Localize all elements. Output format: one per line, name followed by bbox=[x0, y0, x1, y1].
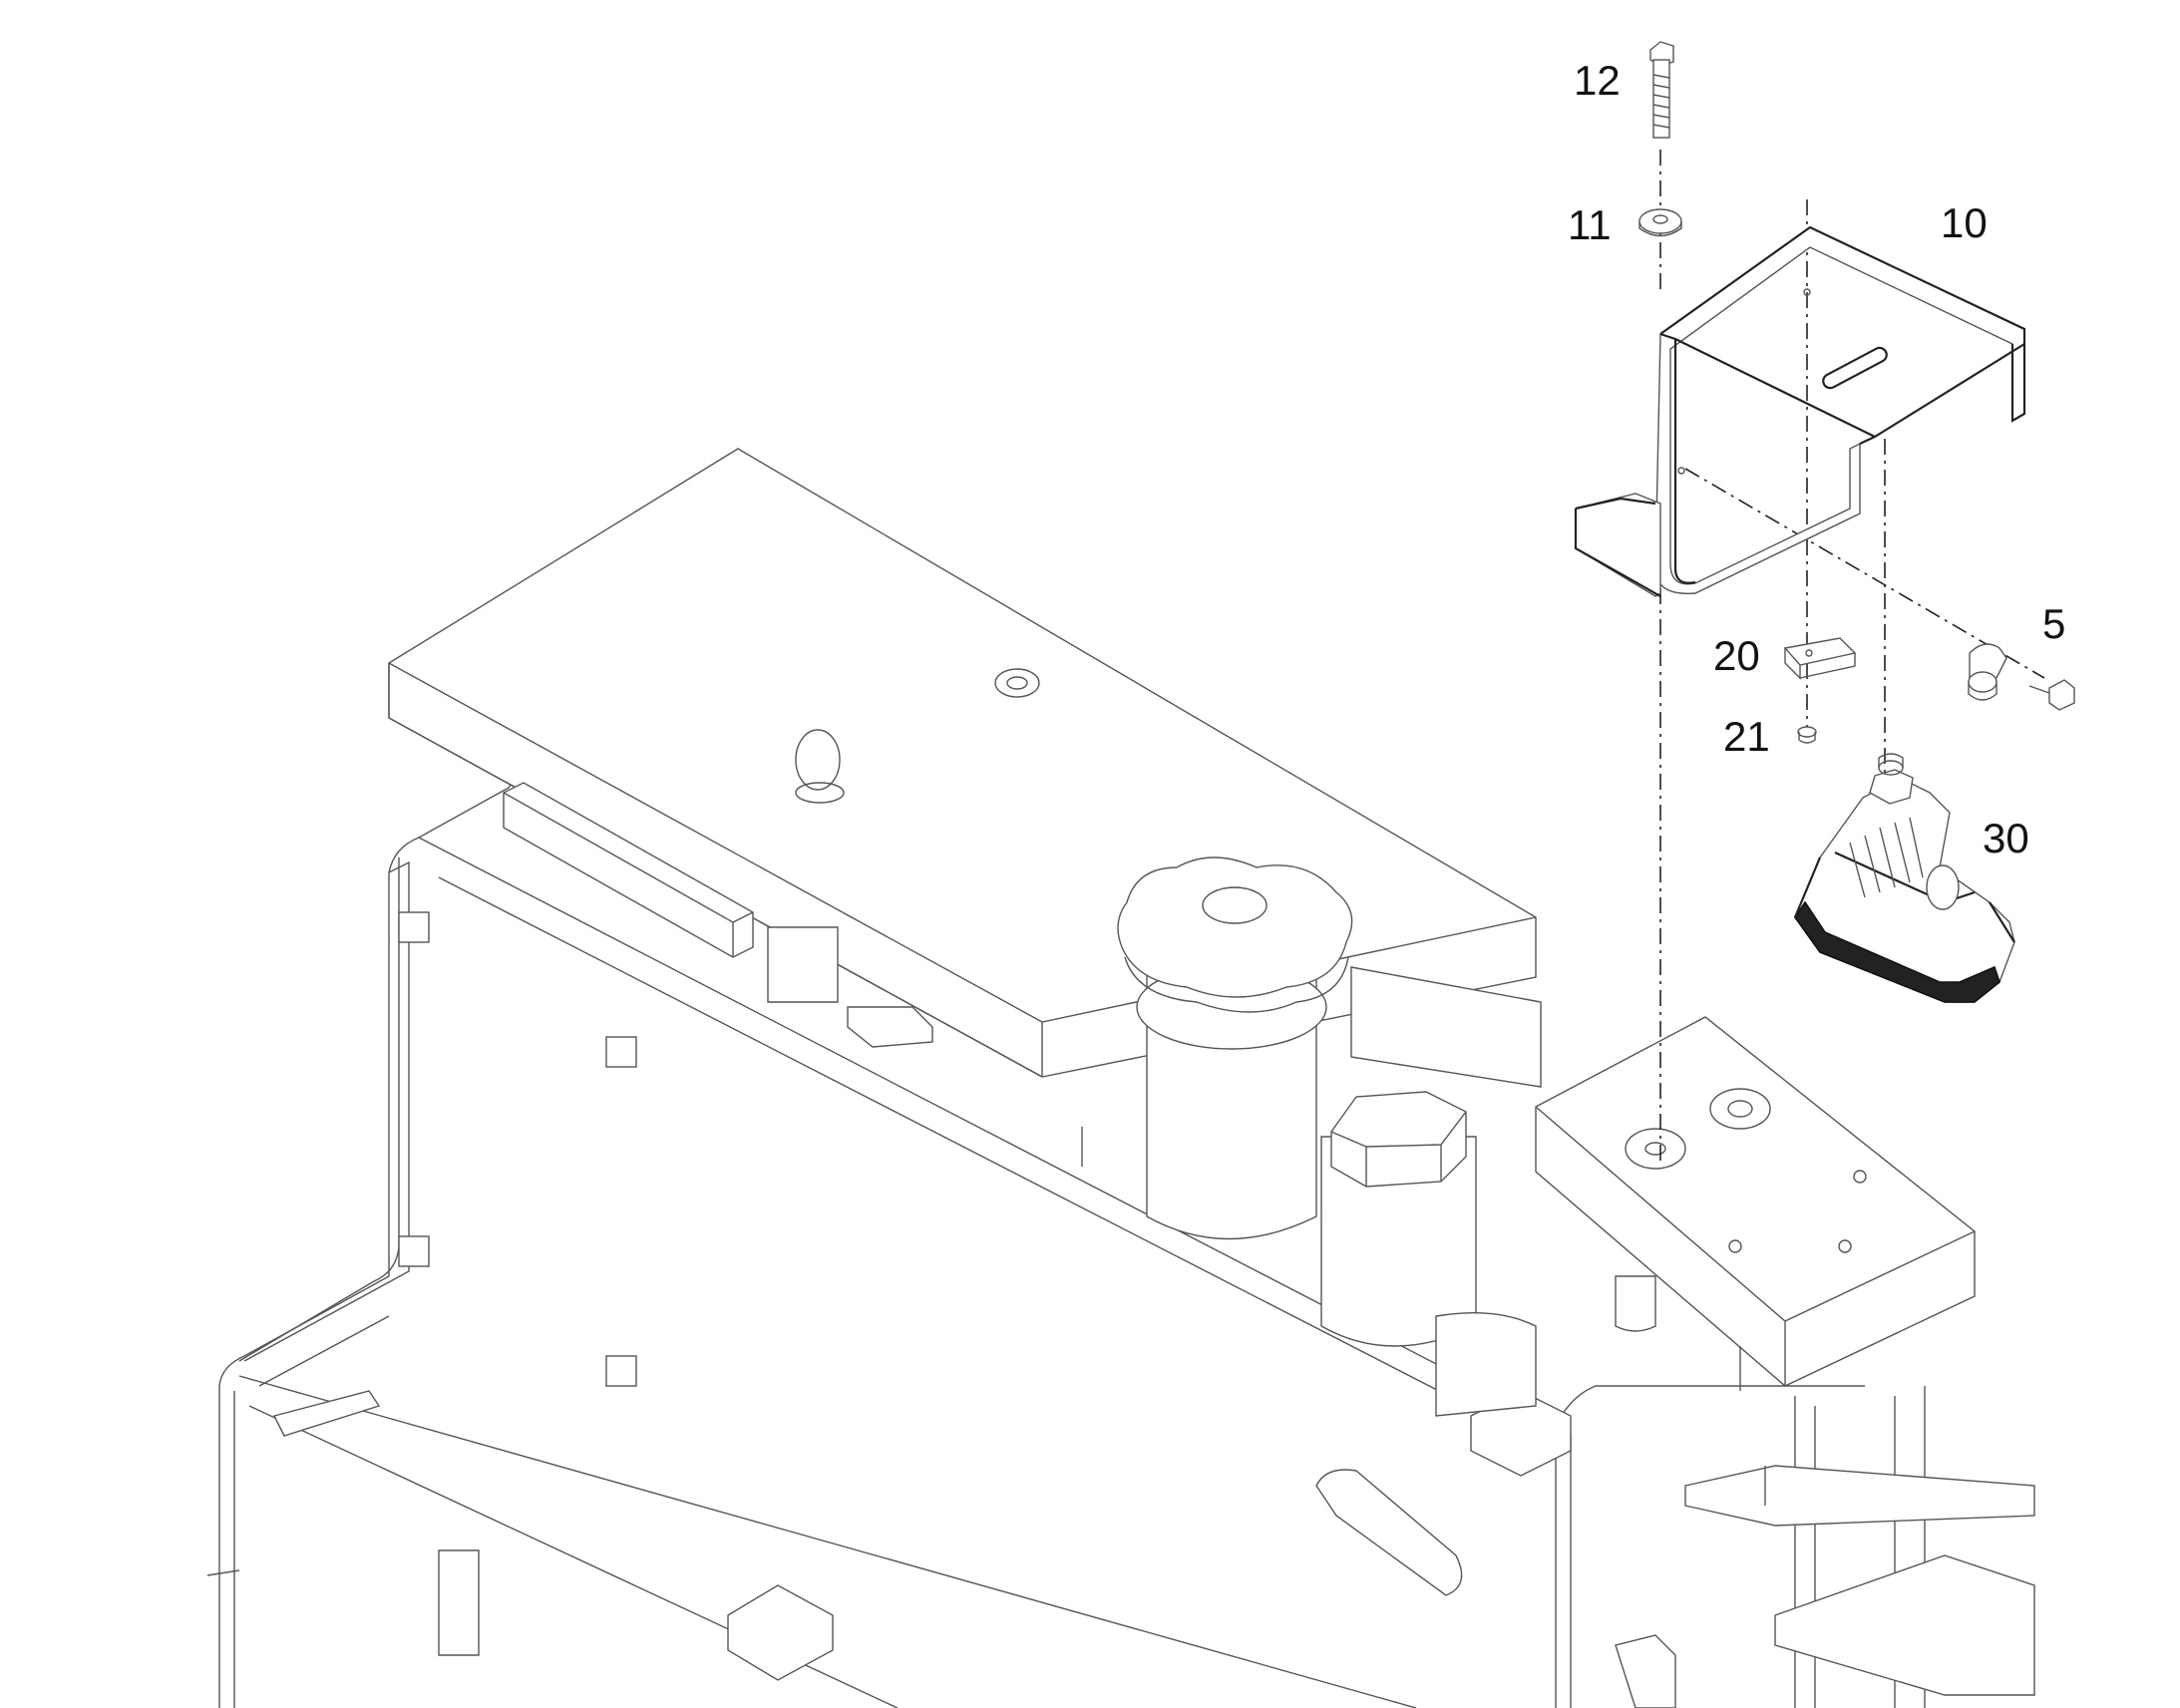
callout-11: 11 bbox=[1568, 201, 1612, 248]
callout-30: 30 bbox=[1983, 815, 2029, 861]
bolt-icon bbox=[1649, 41, 1674, 139]
washer-icon bbox=[1638, 208, 1682, 237]
clip-icon bbox=[1783, 637, 1857, 680]
callout-12: 12 bbox=[1574, 57, 1621, 104]
callout-20: 20 bbox=[1713, 632, 1760, 679]
filler-cap bbox=[1117, 856, 1353, 1240]
screw-icon bbox=[1797, 726, 1817, 744]
callout-10: 10 bbox=[1941, 199, 1988, 246]
filter bbox=[1320, 1091, 1477, 1347]
clamp-icon bbox=[1968, 643, 2075, 711]
mounting-plate bbox=[1350, 966, 1976, 1387]
centerline-side bbox=[1684, 468, 2045, 679]
rail bbox=[503, 782, 933, 1048]
callout-21: 21 bbox=[1723, 713, 1770, 760]
work-light-icon bbox=[1793, 753, 2015, 1003]
machine-body bbox=[218, 757, 1926, 1708]
bracket-icon bbox=[1574, 225, 2026, 597]
housing-details bbox=[206, 911, 2035, 1708]
callout-5: 5 bbox=[2042, 600, 2065, 647]
